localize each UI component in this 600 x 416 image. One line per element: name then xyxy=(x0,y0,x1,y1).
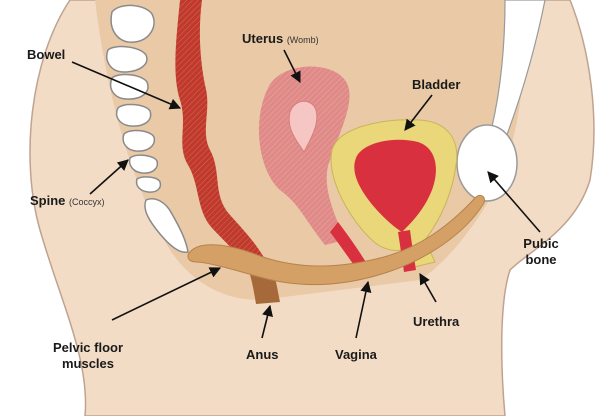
arrow-bowel xyxy=(71,61,182,110)
label-uterus: Uterus (Womb) xyxy=(242,31,319,48)
vertebra xyxy=(106,45,148,73)
label-pelvic-floor: Pelvic floor muscles xyxy=(40,340,136,372)
uterus-inner xyxy=(288,100,318,153)
vertebra xyxy=(122,129,156,152)
label-bowel-text: Bowel xyxy=(27,47,66,62)
label-anus: Anus xyxy=(246,347,279,363)
label-pelvic-line1: Pelvic floor xyxy=(52,340,124,355)
label-pubic-bone: Pubic bone xyxy=(519,236,563,268)
arrow-uterus xyxy=(283,49,301,84)
vertebra xyxy=(128,154,159,174)
vertebra xyxy=(110,4,155,43)
label-bowel: Bowel xyxy=(27,47,65,63)
spine-coccyx xyxy=(106,4,189,254)
label-urethra-text: Urethra xyxy=(413,314,460,329)
arrow-urethra xyxy=(419,273,437,303)
arrow-vagina xyxy=(355,280,372,339)
label-pubic-line1: Pubic xyxy=(523,236,559,251)
arrow-spine xyxy=(89,159,129,195)
label-uterus-sub: (Womb) xyxy=(286,35,319,45)
pelvic-floor-muscle xyxy=(187,195,485,285)
callout-arrows xyxy=(71,49,541,339)
label-spine-sub: (Coccyx) xyxy=(69,197,105,207)
label-spine-text: Spine xyxy=(30,193,66,208)
bladder-inner xyxy=(354,139,436,232)
vertebra xyxy=(115,103,152,127)
label-uterus-text: Uterus xyxy=(242,31,284,46)
label-spine: Spine (Coccyx) xyxy=(30,193,105,210)
label-bladder: Bladder xyxy=(412,77,460,93)
arrow-anus xyxy=(261,304,273,339)
arrow-pubic xyxy=(487,171,541,233)
vertebra xyxy=(135,176,162,193)
label-pelvic-line2: muscles xyxy=(61,356,115,371)
label-vagina: Vagina xyxy=(335,347,377,363)
coccyx-tip xyxy=(144,198,189,254)
label-bladder-text: Bladder xyxy=(412,77,461,92)
arrow-pelvic xyxy=(111,267,222,321)
label-urethra: Urethra xyxy=(413,314,459,330)
pubic-bone xyxy=(456,124,518,202)
label-pubic-line2: bone xyxy=(525,252,557,267)
arrow-bladder xyxy=(404,94,433,131)
label-anus-text: Anus xyxy=(246,347,279,362)
label-vagina-text: Vagina xyxy=(335,347,377,362)
